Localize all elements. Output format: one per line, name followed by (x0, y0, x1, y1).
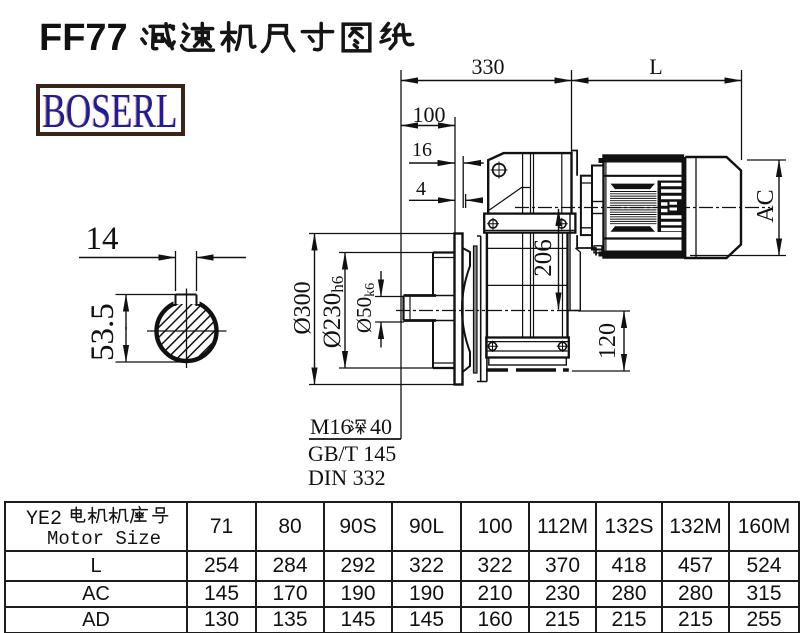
svg-text:YE2: YE2 (26, 508, 62, 531)
svg-text:Motor Size: Motor Size (47, 528, 161, 548)
svg-text:16: 16 (412, 139, 432, 161)
svg-text:FF77: FF77 (39, 17, 128, 59)
svg-text:Ø50k6: Ø50k6 (352, 283, 378, 333)
svg-text:4: 4 (416, 178, 426, 200)
svg-text:Ø230h6: Ø230h6 (319, 276, 347, 349)
svg-text:120: 120 (595, 323, 621, 359)
svg-text:BOSERL: BOSERL (41, 85, 176, 139)
svg-text:AC: AC (753, 189, 779, 222)
svg-text:14: 14 (86, 221, 119, 257)
svg-text:M16: M16 (310, 414, 352, 439)
svg-text:GB/T 145: GB/T 145 (308, 441, 396, 466)
svg-text:330: 330 (472, 54, 505, 79)
svg-text:BOSERL: BOSERL (42, 85, 177, 139)
svg-text:Ø300: Ø300 (290, 281, 316, 334)
svg-text:100: 100 (413, 102, 446, 127)
svg-text:DIN 332: DIN 332 (308, 465, 386, 490)
svg-text:53.5: 53.5 (85, 303, 121, 361)
svg-text:206: 206 (530, 239, 557, 277)
svg-text:40: 40 (370, 414, 392, 439)
svg-text:L: L (649, 54, 662, 79)
